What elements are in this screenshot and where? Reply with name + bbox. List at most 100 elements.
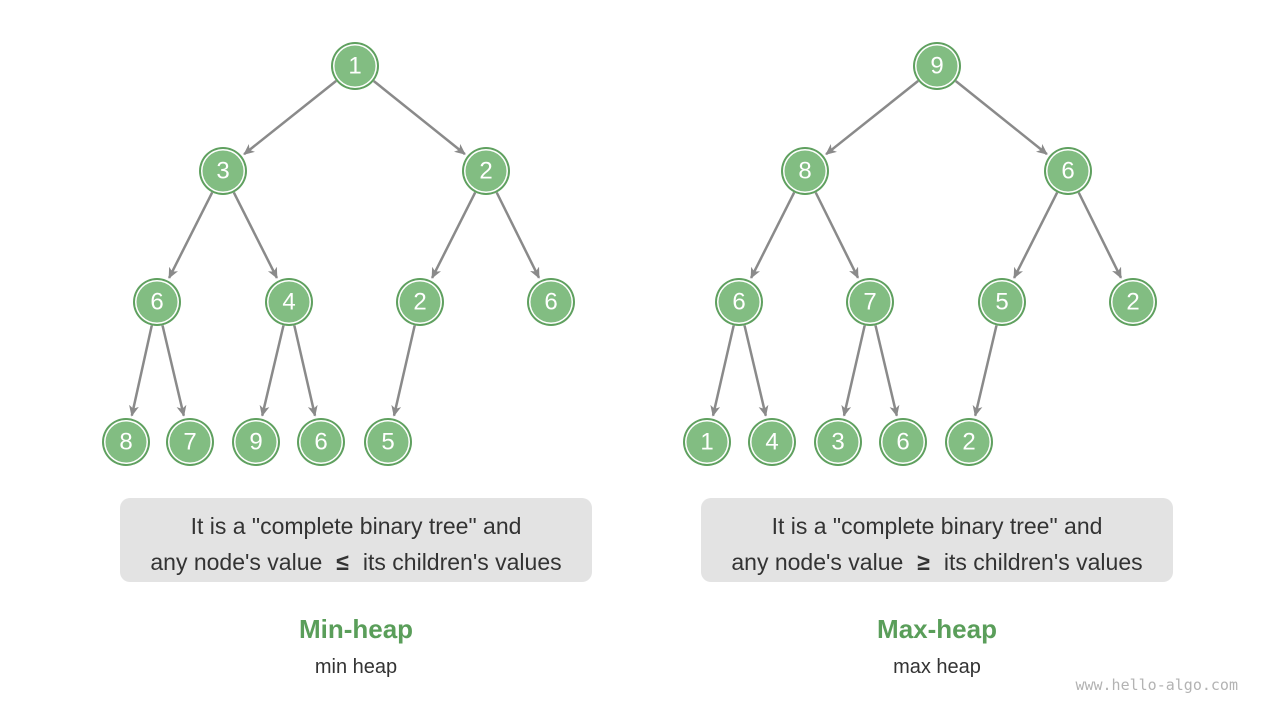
min-heap-node-value: 6 bbox=[544, 288, 557, 315]
max-heap-description: It is a "complete binary tree" and any n… bbox=[701, 498, 1173, 582]
min-heap-description: It is a "complete binary tree" and any n… bbox=[120, 498, 592, 582]
max-heap-node-value: 2 bbox=[962, 428, 975, 455]
min-heap-node-3: 6 bbox=[133, 278, 181, 326]
min-heap-edge-0-1 bbox=[243, 79, 337, 156]
max-heap-edge-0-2 bbox=[954, 80, 1048, 156]
max-heap-node-value: 2 bbox=[1126, 288, 1139, 315]
max-heap-node-value: 1 bbox=[700, 428, 713, 455]
min-heap-node-value: 2 bbox=[479, 157, 492, 184]
greater-equal-symbol: ≥ bbox=[917, 549, 930, 575]
min-heap-node-circle bbox=[105, 421, 147, 463]
max-heap-edge-4-9 bbox=[841, 325, 866, 417]
max-heap-node-circle bbox=[1047, 150, 1089, 192]
min-heap-node-6: 6 bbox=[527, 278, 575, 326]
min-heap-node-7: 8 bbox=[102, 418, 150, 466]
min-heap-edge-4-10 bbox=[293, 325, 318, 417]
min-heap-title: Min-heap bbox=[298, 614, 414, 644]
min-heap-node-value: 6 bbox=[150, 288, 163, 315]
max-heap-node-value: 3 bbox=[831, 428, 844, 455]
min-heap-edge-1-4 bbox=[232, 191, 279, 279]
min-heap-node-circle bbox=[530, 281, 572, 323]
watermark: www.hello-algo.com bbox=[1075, 676, 1238, 694]
max-heap-node-value: 6 bbox=[896, 428, 909, 455]
max-heap-node-value: 7 bbox=[863, 288, 876, 315]
min-heap-node-circle bbox=[202, 150, 244, 192]
max-heap-node-circle bbox=[882, 421, 924, 463]
max-heap-node-circle bbox=[718, 281, 760, 323]
min-heap-node-value: 7 bbox=[183, 428, 196, 455]
max-heap-edge-2-5 bbox=[1012, 191, 1059, 279]
max-heap-node-circle bbox=[948, 421, 990, 463]
max-heap-node-2: 6 bbox=[1044, 147, 1092, 195]
min-heap-node-circle bbox=[136, 281, 178, 323]
min-heap-node-5: 2 bbox=[396, 278, 444, 326]
max-heap-node-value: 6 bbox=[732, 288, 745, 315]
min-heap-node-circle bbox=[465, 150, 507, 192]
min-heap-node-11: 5 bbox=[364, 418, 412, 466]
max-heap-node-circle bbox=[981, 281, 1023, 323]
min-heap-edge-3-7 bbox=[129, 325, 154, 417]
max-heap-node-9: 3 bbox=[814, 418, 862, 466]
max-heap-subtitle: max heap bbox=[893, 656, 981, 678]
max-heap-edge-1-3 bbox=[749, 191, 796, 279]
max-heap-node-10: 6 bbox=[879, 418, 927, 466]
min-heap-node-circle bbox=[334, 45, 376, 87]
min-heap-node-value: 1 bbox=[348, 52, 361, 79]
max-heap-description-line2-end: its children's values bbox=[943, 549, 1143, 575]
max-heap-node-circle bbox=[849, 281, 891, 323]
min-heap-description-line2-end: its children's values bbox=[362, 549, 562, 575]
min-heap-description-line2: any node's value≤its children's values bbox=[120, 544, 592, 580]
max-heap-edge-5-11 bbox=[972, 325, 998, 417]
max-heap-edge-1-4 bbox=[814, 191, 860, 279]
min-heap-node-circle bbox=[367, 421, 409, 463]
min-heap-node-value: 6 bbox=[314, 428, 327, 455]
min-heap-edge-1-3 bbox=[167, 191, 214, 279]
min-heap-node-4: 4 bbox=[265, 278, 313, 326]
max-heap-node-1: 8 bbox=[781, 147, 829, 195]
min-heap-node-value: 8 bbox=[119, 428, 132, 455]
max-heap-node-circle bbox=[1112, 281, 1154, 323]
max-heap-title: Max-heap bbox=[877, 614, 997, 644]
min-heap-subtitle: min heap bbox=[314, 656, 398, 678]
max-heap-edge-2-6 bbox=[1077, 191, 1123, 279]
max-heap-edge-0-1 bbox=[825, 79, 919, 156]
max-heap-node-7: 1 bbox=[683, 418, 731, 466]
max-heap-node-circle bbox=[751, 421, 793, 463]
min-heap-node-1: 3 bbox=[199, 147, 247, 195]
max-heap-edge-4-10 bbox=[874, 325, 900, 417]
max-heap-node-value: 9 bbox=[930, 52, 943, 79]
max-heap-node-value: 8 bbox=[798, 157, 811, 184]
max-heap-description-line2: any node's value ≥ its children's values bbox=[701, 544, 1173, 580]
min-heap-node-10: 6 bbox=[297, 418, 345, 466]
min-heap-node-value: 2 bbox=[413, 288, 426, 315]
max-heap-node-circle bbox=[686, 421, 728, 463]
max-heap-node-8: 4 bbox=[748, 418, 796, 466]
max-heap-node-circle bbox=[817, 421, 859, 463]
min-heap-node-value: 9 bbox=[249, 428, 262, 455]
min-heap-node-8: 7 bbox=[166, 418, 214, 466]
min-heap-node-value: 3 bbox=[216, 157, 229, 184]
max-heap-node-value: 6 bbox=[1061, 157, 1074, 184]
max-heap-description-line2-start: any node's value bbox=[731, 549, 904, 575]
max-heap-description-line1: It is a "complete binary tree" and bbox=[771, 513, 1103, 539]
min-heap-node-2: 2 bbox=[462, 147, 510, 195]
max-heap-node-circle bbox=[784, 150, 826, 192]
min-heap-node-value: 5 bbox=[381, 428, 394, 455]
min-heap-node-circle bbox=[300, 421, 342, 463]
min-heap-node-circle bbox=[268, 281, 310, 323]
max-heap-node-value: 4 bbox=[765, 428, 778, 455]
max-heap-node-0: 9 bbox=[913, 42, 961, 90]
max-heap-node-11: 2 bbox=[945, 418, 993, 466]
max-heap-node-circle bbox=[916, 45, 958, 87]
max-heap-edge-3-7 bbox=[710, 325, 735, 417]
edges-layer bbox=[129, 79, 1123, 417]
less-equal-symbol: ≤ bbox=[336, 549, 349, 575]
min-heap-edge-4-9 bbox=[259, 325, 285, 417]
min-heap-edge-2-5 bbox=[430, 191, 477, 279]
max-heap-node-4: 7 bbox=[846, 278, 894, 326]
min-heap-node-circle bbox=[399, 281, 441, 323]
max-heap-edge-3-8 bbox=[743, 325, 769, 417]
min-heap-description-line1: It is a "complete binary tree" and bbox=[190, 513, 522, 539]
